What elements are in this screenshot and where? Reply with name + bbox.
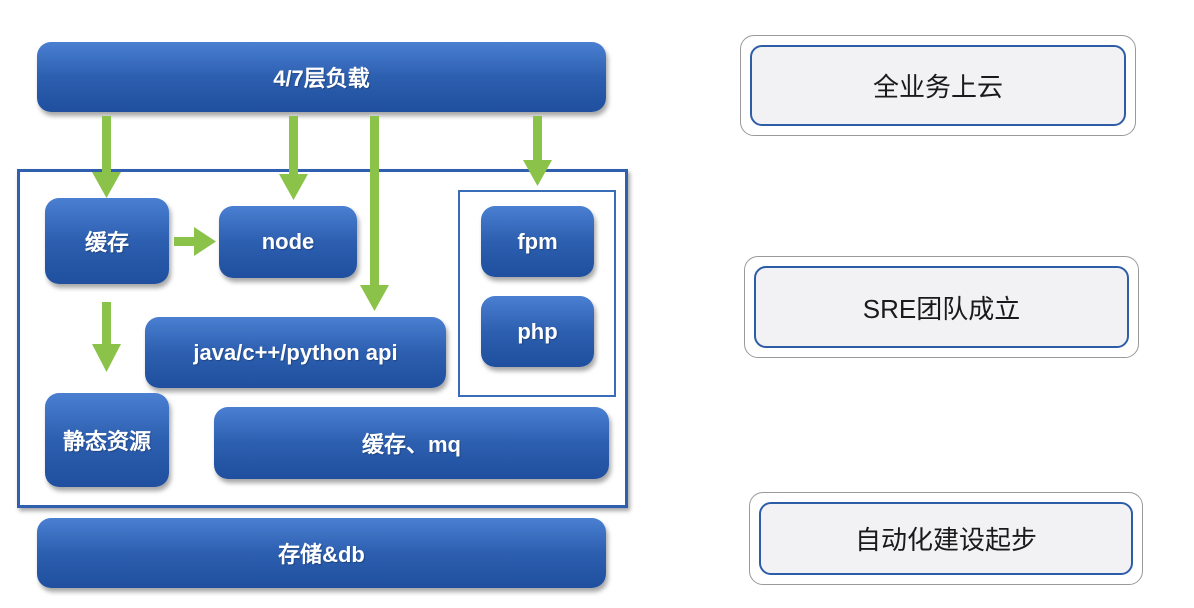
php-label: php [517,318,558,344]
php-box: php [481,296,594,367]
stage-card-1-label: 全业务上云 [872,72,1003,102]
api-box: java/c++/python api [145,317,446,388]
arrow-lb-to-cache [92,116,121,198]
arrow-lb-to-api [360,116,389,311]
node-label: node [261,229,315,254]
cache-mq-label: 缓存、mq [361,432,461,457]
cache-label: 缓存 [84,230,129,255]
arrow-cache-to-static [92,302,121,372]
static-resources-box: 静态资源 [45,393,169,487]
cache-box: 缓存 [45,198,169,284]
static-resources-label: 静态资源 [62,429,151,454]
node-box: node [219,206,357,278]
load-balancer-label: 4/7层负载 [273,66,370,91]
stage-card-3-label: 自动化建设起步 [854,525,1037,555]
fpm-label: fpm [517,228,558,254]
arrow-lb-to-node [279,116,308,200]
stage-card-2-label: SRE团队成立 [862,293,1021,324]
cache-mq-box: 缓存、mq [214,407,609,479]
php-group-frame [458,190,616,397]
stage-card-3: 自动化建设起步 [759,502,1133,575]
stage-card-2: SRE团队成立 [754,266,1129,348]
fpm-box: fpm [481,206,594,277]
arrow-lb-to-fpm [523,116,552,186]
api-label: java/c++/python api [193,339,398,365]
storage-db-box: 存储&db [37,518,606,588]
storage-db-label: 存储&db [278,542,365,567]
services-frame [17,169,628,508]
load-balancer-box: 4/7层负载 [37,42,606,112]
stage-card-1: 全业务上云 [750,45,1126,126]
arrow-cache-to-node [174,227,216,256]
